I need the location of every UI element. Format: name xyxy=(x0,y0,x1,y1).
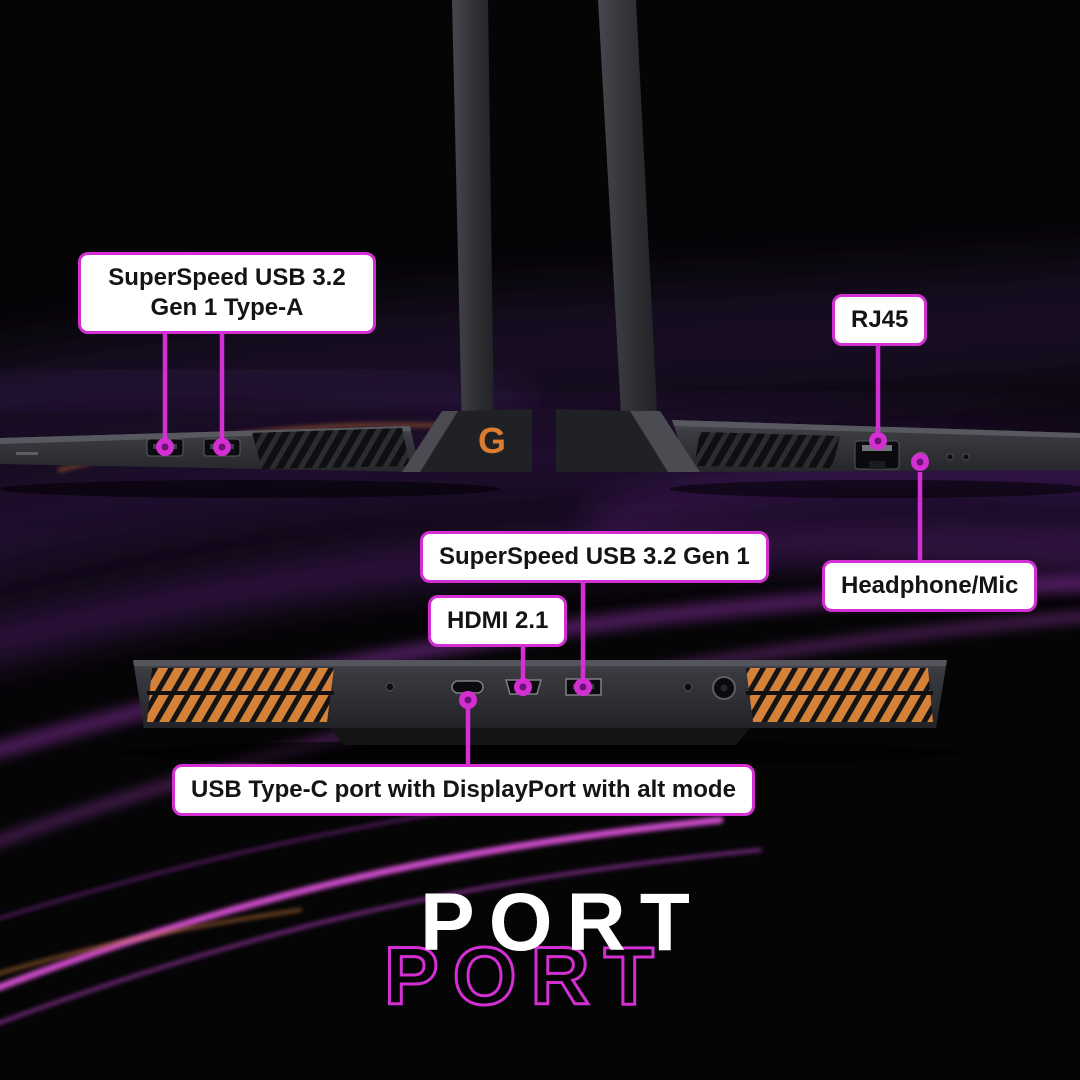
right-hinge-slope xyxy=(630,411,700,472)
callout-usb-a-left: SuperSpeed USB 3.2 Gen 1 Type-A xyxy=(78,252,376,334)
callout-hdmi: HDMI 2.1 xyxy=(428,595,568,647)
right-side-vent xyxy=(694,432,840,468)
callout-usb-c: USB Type-C port with DisplayPort with al… xyxy=(172,764,755,816)
connector-dot-usb-a-1 xyxy=(156,438,174,456)
rear-vent-left xyxy=(147,668,334,722)
screw-hole-icon xyxy=(946,453,954,461)
left-side-vent xyxy=(252,428,410,469)
laptop-rear-view xyxy=(120,660,960,766)
screw-icon xyxy=(385,682,395,692)
connector-dot-rj45 xyxy=(869,432,887,450)
left-antenna xyxy=(452,0,494,430)
rear-base xyxy=(330,728,750,745)
callout-usb-rear: SuperSpeed USB 3.2 Gen 1 xyxy=(420,531,769,583)
callout-rj45: RJ45 xyxy=(832,294,928,346)
screw-hole-icon xyxy=(962,453,970,461)
screw-icon xyxy=(683,682,693,692)
connector-dot-usb-rear xyxy=(574,678,592,696)
callout-connectors xyxy=(156,330,929,766)
front-lip-detail xyxy=(16,452,38,455)
right-laptop-shadow xyxy=(670,480,1080,498)
laptop-left-side: G xyxy=(0,409,532,472)
connector-dot-headphone xyxy=(911,453,929,471)
right-hinge-face xyxy=(556,409,672,472)
rear-vent-right xyxy=(746,668,933,722)
callout-headphone: Headphone/Mic xyxy=(822,560,1038,612)
left-laptop-shadow xyxy=(0,480,500,498)
connector-dot-usb-c xyxy=(459,691,477,709)
port-title: PORT xyxy=(420,877,704,968)
port-title-outline: PORT xyxy=(383,931,668,1022)
power-port xyxy=(712,676,736,700)
left-hinge-face xyxy=(420,409,532,472)
laptop-right-side xyxy=(556,409,1080,472)
rear-body xyxy=(133,660,947,728)
connector-dot-hdmi xyxy=(514,678,532,696)
rear-shadow xyxy=(120,740,960,766)
right-antenna xyxy=(598,0,658,430)
connector-dot-usb-a-2 xyxy=(213,438,231,456)
g-logo: G xyxy=(478,420,506,461)
rear-top-bevel xyxy=(133,660,947,666)
